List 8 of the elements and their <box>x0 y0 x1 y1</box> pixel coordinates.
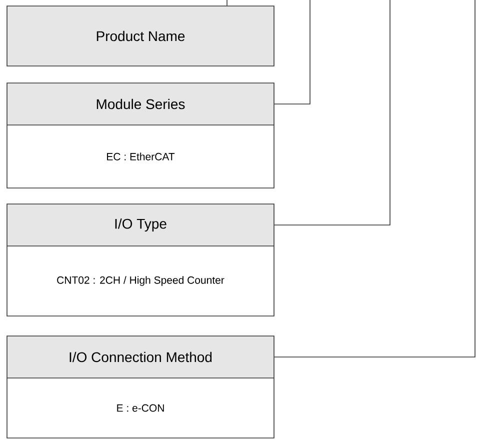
connector-line <box>274 0 476 358</box>
code-field-box: I/O Type CNT02 : 2CH / High Speed Counter <box>6 204 274 316</box>
code-field-box: Module Series EC : EtherCAT <box>6 82 274 188</box>
connector-line <box>274 0 390 226</box>
title-box: Product Name <box>6 6 274 66</box>
code-field-box: I/O Connection Method E : e-CON <box>6 336 274 438</box>
connector-line <box>274 0 310 104</box>
connector-line <box>226 0 228 6</box>
